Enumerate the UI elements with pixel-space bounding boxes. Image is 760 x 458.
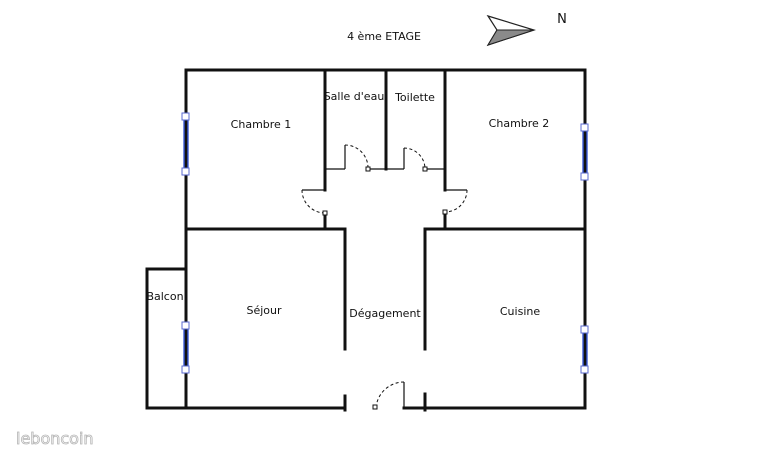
interior-walls — [184, 68, 587, 351]
floor-title: 4 ème ETAGE — [347, 30, 421, 43]
room-label-cuisine: Cuisine — [500, 305, 540, 318]
north-arrow-icon — [486, 14, 536, 47]
door-toilette — [403, 147, 428, 172]
balcony-outline — [145, 267, 188, 410]
door-chambre2 — [442, 189, 468, 215]
window-chambre2 — [580, 123, 589, 181]
door-chambre1 — [301, 189, 328, 216]
room-label-balcon: Balcon — [146, 290, 183, 303]
watermark-logo: leboncoin — [16, 429, 94, 448]
room-label-chambre1: Chambre 1 — [231, 118, 292, 131]
north-label: N — [557, 12, 567, 27]
room-label-chambre2: Chambre 2 — [489, 117, 550, 130]
window-sejour — [181, 321, 190, 374]
window-cuisine — [580, 325, 589, 374]
door-salle-deau — [344, 144, 371, 172]
room-label-toilette: Toilette — [394, 91, 435, 104]
room-label-degagement: Dégagement — [349, 307, 421, 320]
door-entrance — [372, 381, 405, 410]
room-label-sejour: Séjour — [246, 304, 282, 317]
window-chambre1 — [181, 112, 190, 176]
room-label-salle-deau: Salle d'eau — [324, 90, 385, 103]
